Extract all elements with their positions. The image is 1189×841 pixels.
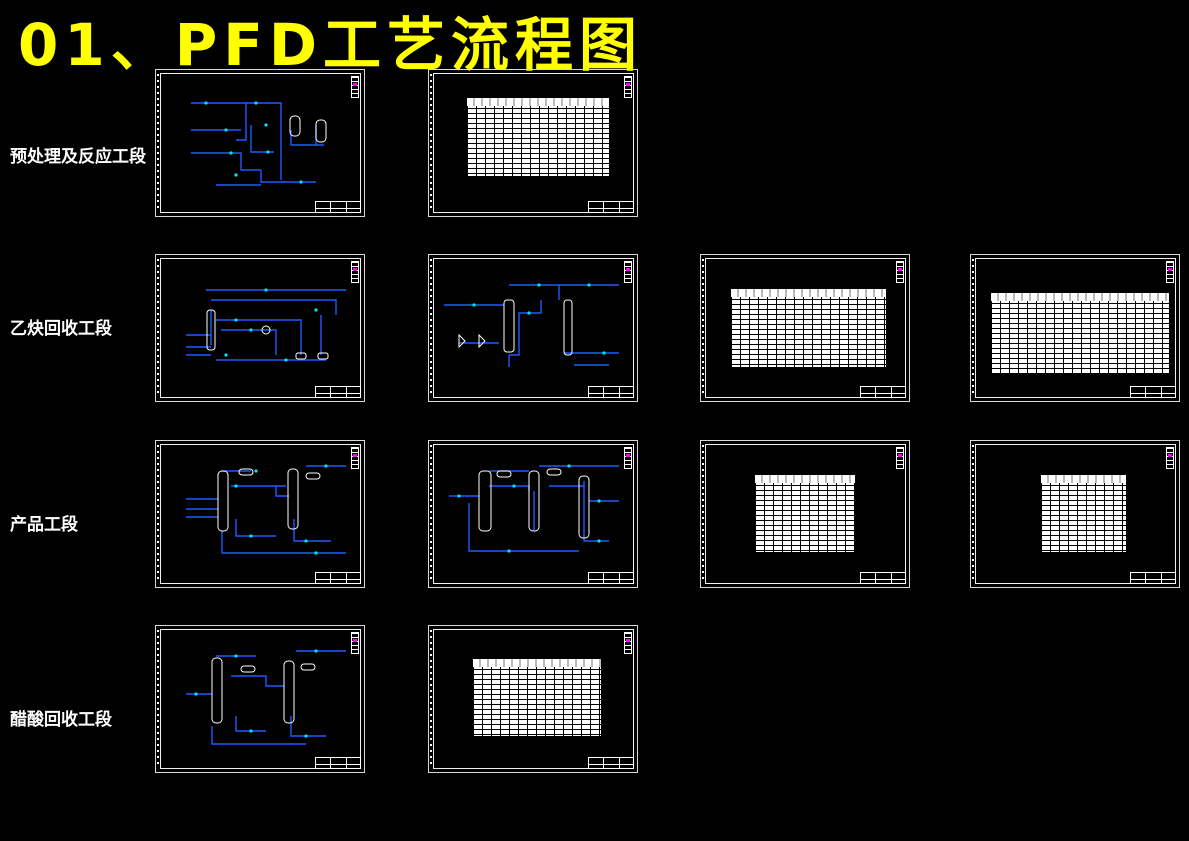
revision-block xyxy=(351,447,359,469)
revision-block xyxy=(624,261,632,283)
title-block xyxy=(315,386,361,398)
revision-block xyxy=(351,76,359,98)
material-balance-table xyxy=(1041,475,1126,552)
process-flow-diagram xyxy=(186,464,346,555)
drawing-thumbnail-pfd-acetylene-recovery-2[interactable] xyxy=(428,254,638,402)
title-block xyxy=(860,386,906,398)
title-block xyxy=(1130,572,1176,584)
revision-block xyxy=(1166,447,1174,469)
drawing-thumbnail-acetylene-table-2[interactable] xyxy=(970,254,1180,402)
drawing-frame xyxy=(430,629,634,769)
drawing-frame xyxy=(157,444,361,584)
revision-block xyxy=(351,261,359,283)
drawing-frame xyxy=(430,73,634,213)
drawing-thumbnail-acetic-acid-table[interactable] xyxy=(428,625,638,773)
drawing-frame xyxy=(157,73,361,213)
title-block xyxy=(315,757,361,769)
process-flow-diagram xyxy=(444,283,619,367)
process-flow-diagram xyxy=(191,101,327,186)
drawing-thumbnail-product-table-1[interactable] xyxy=(700,440,910,588)
process-flow-diagram xyxy=(449,464,619,553)
drawing-thumbnail-pfd-acetic-acid-recovery[interactable] xyxy=(155,625,365,773)
drawing-thumbnail-pretreatment-table[interactable] xyxy=(428,69,638,217)
drawing-thumbnail-pfd-product-2[interactable] xyxy=(428,440,638,588)
drawing-frame xyxy=(702,444,906,584)
revision-block xyxy=(624,632,632,654)
drawing-thumbnail-product-table-2[interactable] xyxy=(970,440,1180,588)
title-block xyxy=(315,572,361,584)
drawing-frame xyxy=(430,258,634,398)
material-balance-table xyxy=(755,475,855,552)
material-balance-table xyxy=(731,289,886,367)
drawing-frame xyxy=(702,258,906,398)
revision-block xyxy=(1166,261,1174,283)
row-label-acetic-acid-recovery: 醋酸回收工段 xyxy=(10,710,112,730)
drawing-frame xyxy=(972,258,1176,398)
drawing-frame xyxy=(157,629,361,769)
drawing-frame xyxy=(157,258,361,398)
title-block xyxy=(860,572,906,584)
drawing-thumbnail-pfd-product-1[interactable] xyxy=(155,440,365,588)
row-label-pretreatment: 预处理及反应工段 xyxy=(10,147,146,167)
title-block xyxy=(1130,386,1176,398)
revision-block xyxy=(624,76,632,98)
drawing-frame xyxy=(972,444,1176,584)
material-balance-table xyxy=(991,293,1169,373)
page-title: 01、PFD工艺流程图 xyxy=(18,11,643,79)
title-block xyxy=(588,757,634,769)
drawing-frame xyxy=(430,444,634,584)
material-balance-table xyxy=(467,98,609,176)
material-balance-table xyxy=(473,659,601,736)
drawing-thumbnail-acetylene-table-1[interactable] xyxy=(700,254,910,402)
title-block xyxy=(315,201,361,213)
revision-block xyxy=(896,447,904,469)
row-label-acetylene-recovery: 乙炔回收工段 xyxy=(10,319,112,339)
revision-block xyxy=(896,261,904,283)
revision-block xyxy=(351,632,359,654)
revision-block xyxy=(624,447,632,469)
process-flow-diagram xyxy=(186,649,346,745)
title-block xyxy=(588,201,634,213)
title-block xyxy=(588,572,634,584)
drawing-thumbnail-pfd-pretreatment[interactable] xyxy=(155,69,365,217)
process-flow-diagram xyxy=(186,288,346,362)
row-label-product: 产品工段 xyxy=(10,515,78,535)
drawing-thumbnail-pfd-acetylene-recovery-1[interactable] xyxy=(155,254,365,402)
title-block xyxy=(588,386,634,398)
